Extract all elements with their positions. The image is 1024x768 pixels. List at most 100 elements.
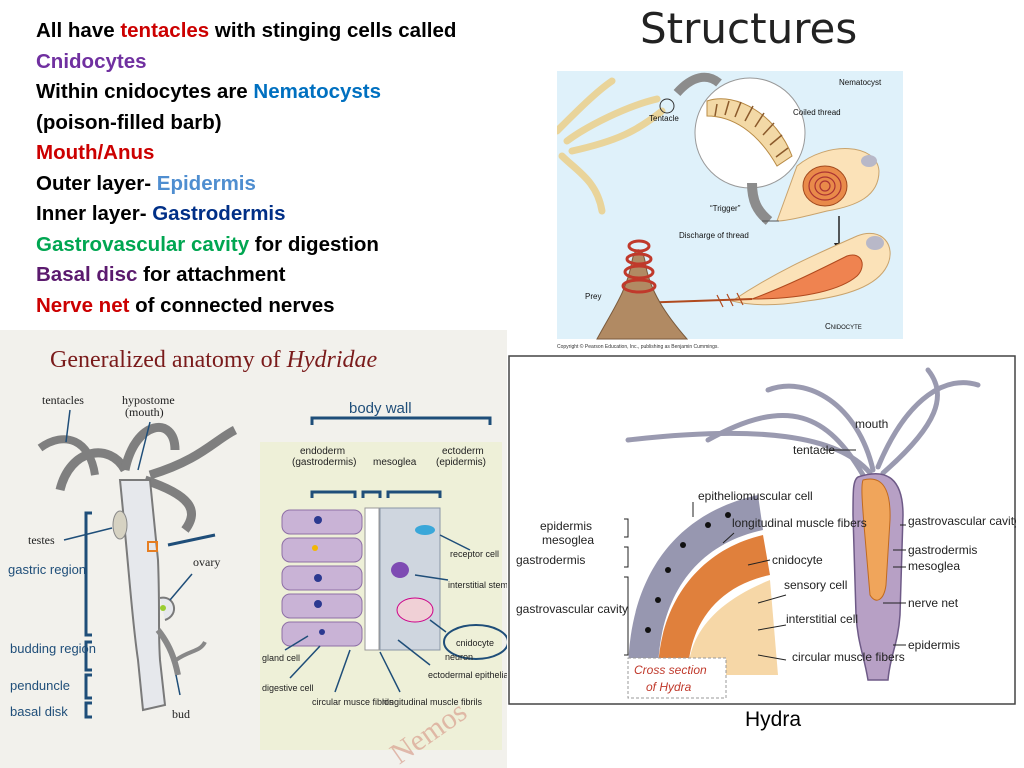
label-epidermis-paren: (epidermis)	[436, 457, 486, 468]
label-body-wall: body wall	[349, 400, 412, 417]
anatomy-figure: Generalized anatomy of Hydridae tentacle…	[0, 330, 507, 768]
label-coiled-thread: Coiled thread	[793, 108, 841, 117]
cnidocyte-highlight-ellipse	[443, 624, 507, 660]
label-mesoglea: mesoglea	[542, 533, 594, 547]
bullet-keyword: Mouth/Anus	[36, 141, 155, 164]
hydra-body-drawing	[37, 422, 238, 712]
bullet-keyword: Nerve net	[36, 293, 130, 317]
copyright-note: Copyright © Pearson Education, Inc., pub…	[557, 343, 719, 350]
label-budding-region: budding region	[10, 641, 96, 656]
label-ectodermal-epithelial-cell: ectodermal epithelial cell	[428, 670, 507, 680]
bullet-keyword: Gastrodermis	[152, 202, 286, 225]
label-interstitial-stem-cell: interstitial stem cell	[448, 580, 507, 590]
tentacle-section-drawing	[706, 98, 793, 167]
label-neuron: neuron	[445, 652, 473, 662]
bullet-keyword: Cnidocytes	[36, 49, 147, 73]
label-bud: bud	[172, 707, 190, 721]
hydra-cross-section-figure: mouth tentacle epitheliomuscular cell ep…	[508, 355, 1016, 705]
bullet-text: with stinging cells called	[209, 19, 457, 42]
label-epitheliomuscular-cell: epitheliomuscular cell	[698, 489, 813, 503]
label-mouth: mouth	[855, 417, 888, 431]
anatomy-pointer-lines	[63, 409, 193, 696]
label-right-mesoglea: mesoglea	[908, 559, 960, 573]
bullet-keyword: tentacles	[120, 19, 210, 42]
region-brackets	[84, 511, 92, 719]
cross-section-caption-box	[627, 657, 727, 699]
cross-section-brackets	[624, 518, 629, 656]
label-cnidocyte: cnidocyte	[772, 553, 823, 567]
ovary-arrow	[167, 533, 216, 547]
bullet-line: Outer layer- Epidermis	[36, 169, 576, 200]
bullet-text: (poison-filled barb)	[36, 110, 222, 134]
nematocyst-capsule-drawing	[762, 148, 880, 222]
label-trigger: “Trigger”	[710, 204, 741, 213]
bullet-line: Inner layer- Gastrodermis	[36, 199, 576, 230]
bullet-text: for attachment	[137, 263, 286, 286]
label-epidermis: epidermis	[540, 519, 592, 533]
bullet-keyword: Nematocysts	[253, 80, 382, 103]
label-cnidocyte: cnidocyte	[456, 638, 494, 648]
bullet-text: All have	[36, 19, 121, 42]
body-wall-pointer-lines	[284, 534, 471, 693]
label-longitudinal-muscle-fibers: longitudinal muscle fibers	[732, 516, 867, 530]
hydra-pointer-lines	[692, 449, 906, 661]
hydra-caption: Hydra	[745, 708, 802, 731]
label-discharge: Discharge of thread	[679, 231, 749, 240]
label-nematocyst: Nematocyst	[839, 78, 882, 87]
bullet-text: Within cnidocytes are	[36, 80, 254, 103]
zoom-arrow-top	[673, 72, 722, 97]
bullet-line: All have tentacles with stinging cells c…	[36, 16, 576, 47]
bullet-text: of connected nerves	[129, 293, 335, 317]
label-cnidocyte: Cnidocyte	[825, 322, 862, 331]
bullet-text: Inner layer-	[36, 202, 153, 225]
prey-drawing	[596, 239, 689, 340]
cnidocyte-figure: Tentacle Nematocyst Coiled thread “Trigg…	[557, 71, 903, 350]
label-receptor-cell: receptor cell	[450, 549, 499, 559]
bullet-list: All have tentacles with stinging cells c…	[36, 16, 576, 321]
label-right-epidermis: epidermis	[908, 638, 960, 652]
label-gastrodermis-paren: (gastrodermis)	[292, 457, 356, 468]
label-hypostome: hypostome	[122, 393, 175, 407]
label-right-gastrodermis: gastrodermis	[908, 543, 977, 557]
label-penduncle: penduncle	[10, 678, 70, 693]
label-gastrodermis: gastrodermis	[516, 553, 585, 567]
slide-title: Structures	[640, 4, 858, 53]
bullet-line: (poison-filled barb)	[36, 108, 576, 139]
label-interstitial-cell: interstitial cell	[786, 612, 858, 626]
discharged-cnidocyte-drawing	[636, 232, 891, 308]
label-ectoderm: ectoderm	[442, 446, 484, 457]
label-gastrovascular-cavity: gastrovascular cavity	[516, 602, 628, 616]
cross-section-drawing	[628, 495, 778, 675]
bullet-text: for digestion	[249, 232, 379, 256]
label-ovary: ovary	[193, 555, 220, 569]
hydra-tentacles-drawing	[557, 77, 666, 215]
label-digestive-cell: digestive cell	[262, 683, 314, 693]
bullet-keyword: Epidermis	[156, 171, 256, 195]
layer-brackets	[310, 490, 442, 498]
label-testes: testes	[28, 533, 55, 547]
label-mouth-paren: (mouth)	[125, 405, 164, 419]
bullet-line: Cnidocytes	[36, 47, 576, 78]
bullet-line: Gastrovascular cavity for digestion	[36, 230, 576, 261]
label-longitudinal-muscle-fibrils: longitudinal muscle fibrils	[382, 697, 483, 707]
bullet-line: Within cnidocytes are Nematocysts	[36, 77, 576, 108]
body-wall-bracket	[310, 416, 492, 425]
bullet-line: Mouth/Anus	[36, 138, 576, 169]
label-tentacles: tentacles	[42, 393, 84, 407]
label-gland-cell: gland cell	[262, 653, 300, 663]
bullet-line: Nerve net of connected nerves	[36, 291, 576, 322]
label-endoderm: endoderm	[300, 446, 345, 457]
label-right-nerve-net: nerve net	[908, 596, 959, 610]
label-mesoglea: mesoglea	[373, 457, 417, 468]
tentacle-zoom-circle	[659, 98, 675, 114]
bullet-keyword: Basal disc	[36, 263, 138, 286]
zoom-arrow-bottom	[747, 182, 773, 225]
bullet-line: Basal disc for attachment	[36, 260, 576, 291]
anatomy-figure-title: Generalized anatomy of Hydridae	[50, 347, 378, 373]
label-tentacle: Tentacle	[649, 114, 679, 123]
label-prey: Prey	[585, 292, 601, 301]
label-circular-muscle-fibrils: circular musce fibrils	[312, 697, 394, 707]
label-sensory-cell: sensory cell	[784, 578, 847, 592]
hydra-tentacles-drawing	[625, 367, 981, 478]
bullet-keyword: Gastrovascular cavity	[36, 232, 250, 256]
